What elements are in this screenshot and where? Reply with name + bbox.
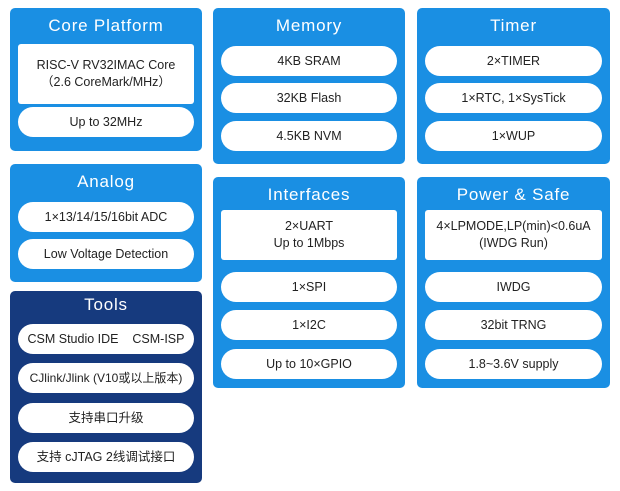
- panel-analog: Analog 1×13/14/15/16bit ADC Low Voltage …: [10, 164, 202, 282]
- item-nvm: 4.5KB NVM: [221, 121, 397, 151]
- item-uart: 2×UART Up to 1Mbps: [221, 210, 397, 260]
- item-serial-upgrade: 支持串口升级: [18, 403, 194, 433]
- item-cjtag: 支持 cJTAG 2线调试接口: [18, 442, 194, 472]
- panel-title-timer: Timer: [490, 16, 537, 35]
- item-timer: 2×TIMER: [425, 46, 602, 76]
- panel-title-analog: Analog: [77, 172, 135, 191]
- panel-title-core-platform: Core Platform: [48, 16, 164, 35]
- item-sram: 4KB SRAM: [221, 46, 397, 76]
- item-gpio: Up to 10×GPIO: [221, 349, 397, 379]
- panel-title-tools: Tools: [84, 295, 128, 314]
- panel-title-interfaces: Interfaces: [267, 185, 351, 204]
- item-flash: 32KB Flash: [221, 83, 397, 113]
- panel-memory: Memory 4KB SRAM 32KB Flash 4.5KB NVM: [213, 8, 405, 164]
- item-spi: 1×SPI: [221, 272, 397, 302]
- item-trng: 32bit TRNG: [425, 310, 602, 340]
- item-max-frequency: Up to 32MHz: [18, 107, 194, 137]
- item-rtc-systick: 1×RTC, 1×SysTick: [425, 83, 602, 113]
- panel-title-power-safe: Power & Safe: [456, 185, 571, 204]
- panel-tools: Tools CSM Studio IDE CSM-ISP CJlink/Jlin…: [10, 291, 202, 483]
- item-jlink: CJlink/Jlink (V10或以上版本): [18, 363, 194, 393]
- panel-title-memory: Memory: [275, 16, 343, 35]
- item-lvd: Low Voltage Detection: [18, 239, 194, 269]
- panel-core-platform: Core Platform RISC-V RV32IMAC Core （2.6 …: [10, 8, 202, 151]
- item-riscv-core: RISC-V RV32IMAC Core （2.6 CoreMark/MHz）: [18, 44, 194, 104]
- item-iwdg: IWDG: [425, 272, 602, 302]
- panel-interfaces: Interfaces 2×UART Up to 1Mbps 1×SPI 1×I2…: [213, 177, 405, 388]
- item-i2c: 1×I2C: [221, 310, 397, 340]
- item-wup: 1×WUP: [425, 121, 602, 151]
- item-adc: 1×13/14/15/16bit ADC: [18, 202, 194, 232]
- panel-power-safe: Power & Safe 4×LPMODE,LP(min)<0.6uA (IWD…: [417, 177, 610, 388]
- item-supply: 1.8~3.6V supply: [425, 349, 602, 379]
- item-ide-isp: CSM Studio IDE CSM-ISP: [18, 324, 194, 354]
- item-lpmode: 4×LPMODE,LP(min)<0.6uA (IWDG Run): [425, 210, 602, 260]
- panel-timer: Timer 2×TIMER 1×RTC, 1×SysTick 1×WUP: [417, 8, 610, 164]
